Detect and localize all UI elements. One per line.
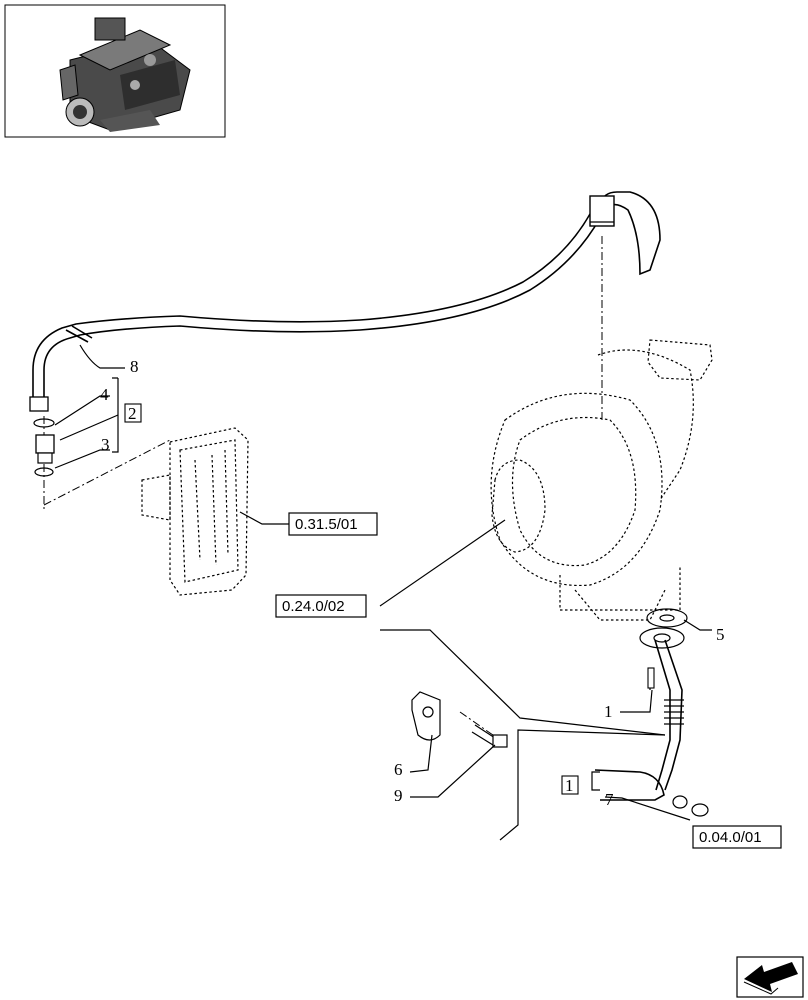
previous-page-arrow-icon[interactable] [736,956,804,998]
kit-callout-2: 2 [128,404,137,423]
drain-pipe [594,608,709,817]
callout-1: 1 [604,702,613,721]
callout-6: 6 [394,760,403,779]
ref-0-04-0-01[interactable]: 0.04.0/01 [692,825,782,849]
kit-1-box [561,775,579,795]
engine-block-outline [141,427,249,596]
kit-2-box [124,403,142,423]
center-lines [43,236,603,741]
callout-5: 5 [716,625,725,644]
kit-callout-1: 1 [565,776,574,795]
ref-label-c: 0.04.0/01 [699,829,762,846]
callout-8: 8 [130,357,139,376]
callout-4: 4 [100,385,109,404]
left-seals [33,418,55,477]
callout-7: 7 [605,790,614,809]
ref-0-31-5-01[interactable]: 0.31.5/01 [288,512,378,536]
ref-label-a: 0.31.5/01 [295,516,358,533]
oil-pipe-long [29,191,661,412]
clip-and-screw [411,691,508,748]
engine-thumbnail [4,4,226,138]
ref-label-b: 0.24.0/02 [282,598,345,615]
turbocharger-outline [490,339,713,621]
callout-9: 9 [394,786,403,805]
ref-0-24-0-02[interactable]: 0.24.0/02 [275,594,367,618]
callout-3: 3 [101,435,110,454]
leader-lines [54,344,712,841]
